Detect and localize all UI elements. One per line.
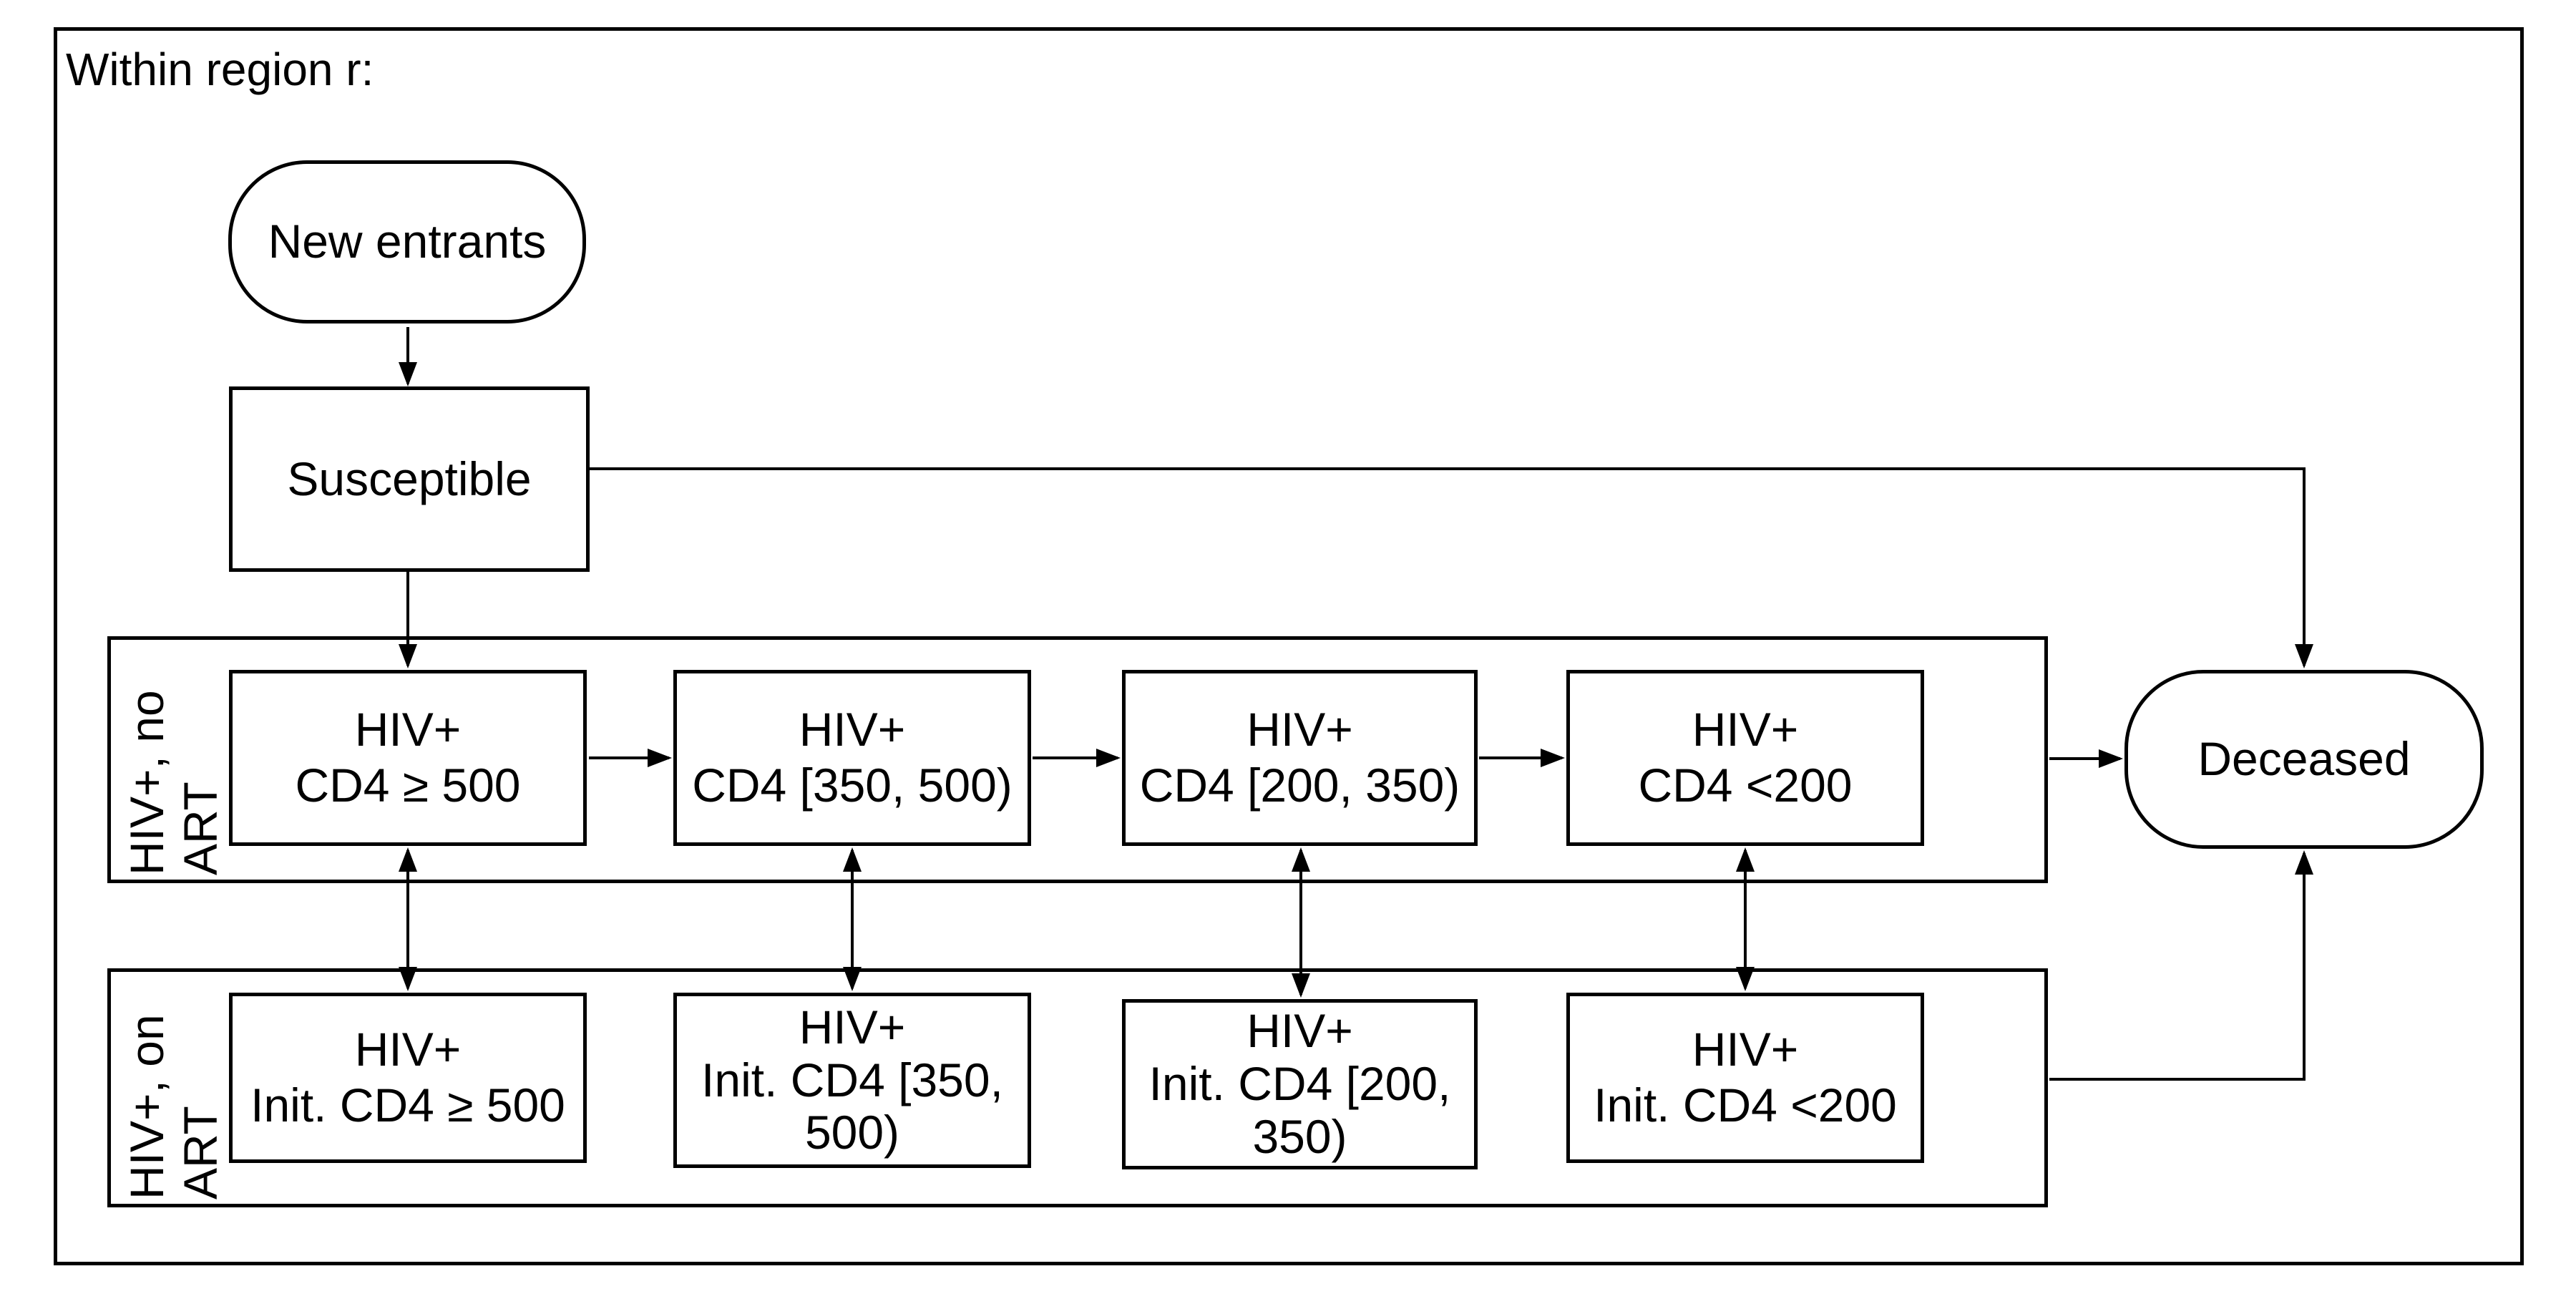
group-label-hiv-on-art: HIV+, on ART	[120, 1014, 228, 1199]
node-label: Susceptible	[287, 452, 532, 505]
node-label-line: 350)	[1252, 1109, 1347, 1163]
node-label-line: HIV+	[354, 1023, 462, 1076]
node-label-line: HIV+	[354, 703, 462, 756]
node-hiv-init-cd4-200-350: HIV+ Init. CD4 [200, 350)	[1122, 999, 1478, 1169]
node-hiv-init-cd4-350-500: HIV+ Init. CD4 [350, 500)	[673, 993, 1031, 1168]
group-label-line: ART	[174, 1106, 228, 1199]
node-hiv-cd4-lt-200: HIV+ CD4 <200	[1566, 670, 1924, 846]
node-hiv-cd4-350-500: HIV+ CD4 [350, 500)	[673, 670, 1031, 846]
node-hiv-cd4-200-350: HIV+ CD4 [200, 350)	[1122, 670, 1478, 846]
group-label-line: HIV+, no	[120, 690, 173, 875]
node-label-line: HIV+	[1692, 703, 1799, 756]
node-label: Deceased	[2197, 732, 2411, 786]
group-label-hiv-no-art: HIV+, no ART	[120, 690, 228, 875]
node-label-line: CD4 [350, 500)	[692, 759, 1013, 812]
group-hiv-no-art	[107, 636, 2048, 883]
node-label-line: HIV+	[799, 1000, 906, 1053]
group-label-line: HIV+, on	[120, 1014, 173, 1199]
node-hiv-cd4-ge-500: HIV+ CD4 ≥ 500	[229, 670, 587, 846]
node-label-line: HIV+	[1246, 703, 1353, 756]
node-label-line: CD4 [200, 350)	[1139, 759, 1460, 812]
node-label-line: 500)	[804, 1106, 900, 1159]
region-frame	[54, 27, 2524, 1265]
node-label-line: Init. CD4 [350,	[701, 1053, 1003, 1106]
node-hiv-init-cd4-ge-500: HIV+ Init. CD4 ≥ 500	[229, 993, 587, 1163]
node-label-line: CD4 ≥ 500	[295, 759, 521, 812]
group-hiv-on-art	[107, 968, 2048, 1207]
group-label-line: ART	[174, 782, 228, 875]
node-label: New entrants	[268, 215, 547, 268]
node-label-line: HIV+	[1246, 1004, 1353, 1058]
node-label-line: HIV+	[799, 703, 906, 756]
node-deceased: Deceased	[2124, 670, 2484, 849]
arrow-susceptible-to-deceased	[590, 467, 2313, 668]
node-susceptible: Susceptible	[229, 386, 590, 572]
node-hiv-init-cd4-lt-200: HIV+ Init. CD4 <200	[1566, 993, 1924, 1163]
node-label-line: HIV+	[1692, 1023, 1799, 1076]
node-label-line: Init. CD4 ≥ 500	[250, 1079, 565, 1132]
arrow-onart-group-to-deceased	[2049, 850, 2313, 1081]
diagram-title: Within region r:	[66, 44, 374, 95]
node-new-entrants: New entrants	[228, 160, 586, 323]
node-label-line: Init. CD4 [200,	[1148, 1057, 1451, 1111]
node-label-line: Init. CD4 <200	[1594, 1079, 1897, 1132]
node-label-line: CD4 <200	[1638, 759, 1853, 812]
